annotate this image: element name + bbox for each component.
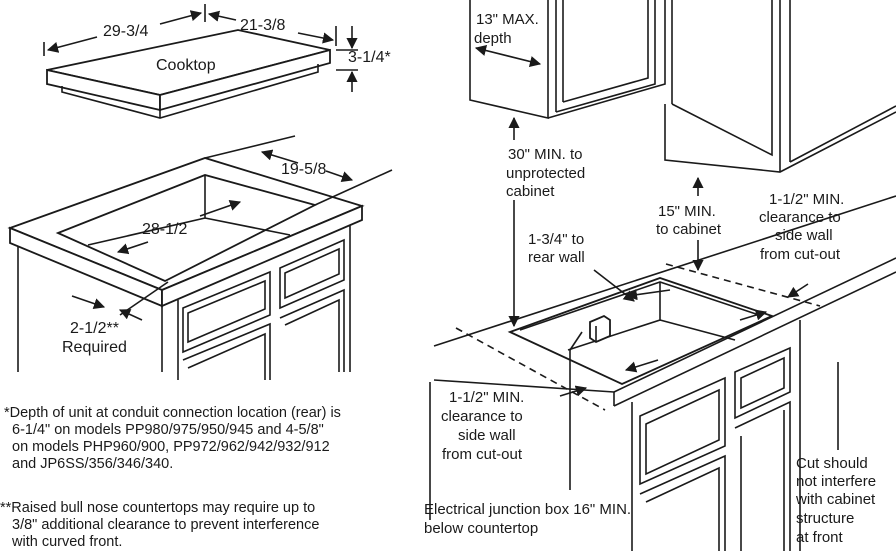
svg-text:with curved front.: with curved front. xyxy=(11,534,122,550)
junction-label-2: below countertop xyxy=(424,520,538,537)
cut-note-label-3: with cabinet xyxy=(795,491,876,508)
min-unprotected-label-2: unprotected xyxy=(506,165,585,182)
max-depth-label-1: 13" MAX. xyxy=(476,11,539,28)
cooktop-dimensions xyxy=(43,4,358,92)
min-unprotected-label-3: cabinet xyxy=(506,183,555,200)
min-unprotected-label-1: 30" MIN. to xyxy=(508,146,583,163)
junction-box xyxy=(589,314,611,344)
footnote-2: **Raised bull nose countertops may requi… xyxy=(0,500,319,550)
junction-label-1: Electrical junction box 16" MIN. xyxy=(424,501,631,518)
svg-text:and JP6SS/356/346/340.: and JP6SS/356/346/340. xyxy=(12,456,173,472)
min-cabinet-label-1: 15" MIN. xyxy=(658,203,716,220)
cut-note-label-5: at front xyxy=(796,529,844,546)
wall-cabinet-dims xyxy=(474,45,542,67)
svg-text:on models PHP960/900, PP972/96: on models PHP960/900, PP972/962/942/932/… xyxy=(12,439,330,455)
cooktop-width-dim: 29-3/4 xyxy=(103,23,148,40)
side-clear-right-label-2: clearance to xyxy=(759,209,841,226)
cooktop-side-edge xyxy=(159,48,331,112)
svg-text:3/8" additional clearance to p: 3/8" additional clearance to prevent int… xyxy=(12,517,319,533)
cut-note-label-1: Cut should xyxy=(796,455,868,472)
max-depth-label-2: depth xyxy=(474,30,512,47)
svg-text:*Depth of unit at conduit conn: *Depth of unit at conduit connection loc… xyxy=(4,405,341,421)
svg-text:**Raised bull nose countertops: **Raised bull nose countertops may requi… xyxy=(0,500,315,516)
cutout-width-dim: 28-1/2 xyxy=(142,221,187,238)
side-clear-left-label-1: 1-1/2" MIN. xyxy=(449,389,524,406)
side-clear-right-label-4: from cut-out xyxy=(760,246,841,263)
cooktop-height-dim: 3-1/4* xyxy=(348,49,391,66)
cutout-dimensions xyxy=(71,135,393,321)
right-cutout xyxy=(507,277,775,385)
front-clearance-dim: 2-1/2** xyxy=(70,320,119,337)
cooktop-depth-dim: 21-3/8 xyxy=(240,17,285,34)
min-cabinet-label-2: to cabinet xyxy=(656,221,722,238)
svg-text:6-1/4" on models PP980/975/950: 6-1/4" on models PP980/975/950/945 and 4… xyxy=(12,422,324,438)
side-clear-left-label-3: side wall xyxy=(458,427,516,444)
right-side-clearance-line xyxy=(665,263,821,307)
cooktop-drawing xyxy=(46,29,331,119)
side-clear-right-label-3: side wall xyxy=(775,227,833,244)
cut-note-label-2: not interfere xyxy=(796,473,876,490)
base-cabinet-drawing xyxy=(7,157,365,380)
wall-cabinets-drawing xyxy=(469,0,896,173)
rear-wall-label-1: 1-3/4" to xyxy=(528,231,584,248)
left-side-clearance-line xyxy=(455,327,606,411)
cut-note-label-4: structure xyxy=(796,510,854,527)
side-clear-right-label-1: 1-1/2" MIN. xyxy=(769,191,844,208)
side-clear-left-label-2: clearance to xyxy=(441,408,523,425)
front-clearance-note: Required xyxy=(62,339,127,356)
cutout-depth-dim: 19-5/8 xyxy=(281,161,326,178)
cooktop-label: Cooktop xyxy=(156,57,216,74)
right-countertop-drawing xyxy=(433,195,896,551)
side-clear-left-label-4: from cut-out xyxy=(442,446,523,463)
rear-wall-label-2: rear wall xyxy=(528,249,585,266)
footnote-1: *Depth of unit at conduit connection loc… xyxy=(4,405,341,472)
